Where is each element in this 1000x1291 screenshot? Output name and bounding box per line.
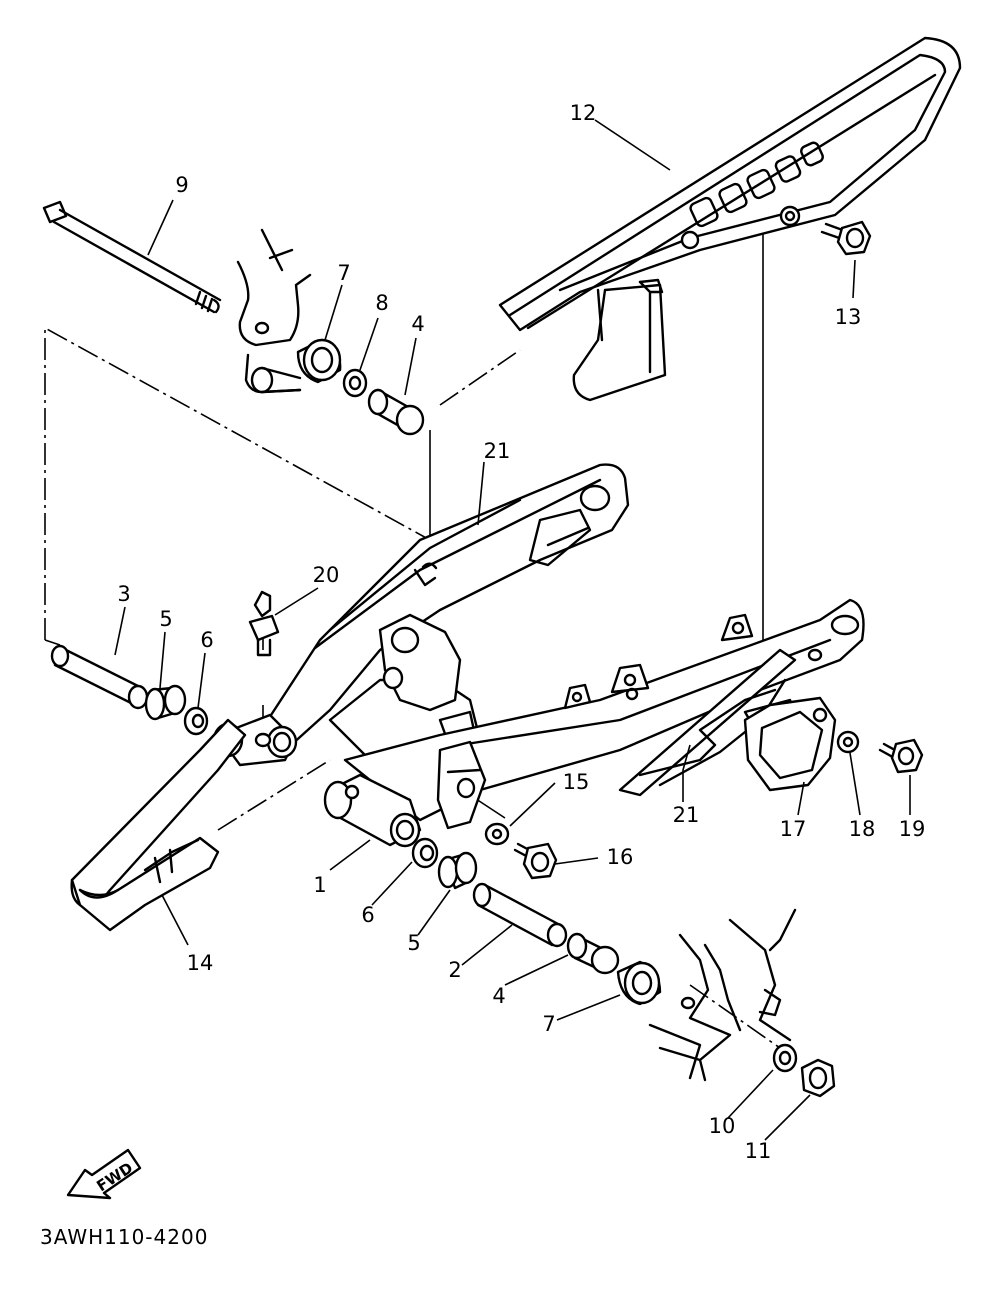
callout-1: 1: [313, 873, 326, 897]
callout-3: 3: [117, 582, 130, 606]
callout-21-upper: 21: [484, 439, 511, 463]
callout-10: 10: [709, 1114, 736, 1138]
callout-15: 15: [563, 770, 590, 794]
bushing-part-4-lower: [566, 932, 620, 975]
bolt-part-13: [820, 220, 872, 256]
callout-17: 17: [780, 817, 807, 841]
grease-nipple-part-20: [248, 590, 280, 657]
spacer-part-2: [472, 882, 568, 948]
chain-slider-part-14: [70, 718, 247, 932]
callout-5-left: 5: [159, 607, 172, 631]
pivot-bolt-part-9: [42, 200, 222, 314]
callout-5-right: 5: [407, 931, 420, 955]
callout-7-lower: 7: [542, 1012, 555, 1036]
chain-guard-part-12: [498, 36, 962, 402]
callout-11: 11: [745, 1139, 772, 1163]
callout-12: 12: [570, 101, 597, 125]
upper-frame-bracket: [236, 228, 312, 394]
callout-labels: 9 7 8 4 12 13 21 20 3 5 6 15 16 21 17 18…: [117, 101, 925, 1163]
bolt-part-16: [513, 842, 558, 880]
callout-6-right: 6: [361, 903, 374, 927]
callout-7-upper: 7: [337, 261, 350, 285]
collar-part-7-upper: [296, 338, 342, 384]
washer-part-15: [484, 822, 510, 846]
callout-4-lower: 4: [492, 984, 505, 1008]
callout-20: 20: [313, 563, 340, 587]
callout-8: 8: [375, 291, 388, 315]
callout-21-lower: 21: [673, 803, 700, 827]
callout-4-upper: 4: [411, 312, 424, 336]
oil-seal-part-6-right: [411, 837, 439, 869]
forward-direction-arrow: FWD: [66, 1148, 142, 1200]
bolt-part-19: [878, 738, 924, 774]
washer-part-18: [836, 730, 860, 754]
callout-19: 19: [899, 817, 926, 841]
callout-14: 14: [187, 951, 214, 975]
spacer-part-3: [50, 644, 149, 710]
callout-16: 16: [607, 845, 634, 869]
callout-9: 9: [175, 173, 188, 197]
chain-puller-plate-part-17: [743, 696, 837, 792]
bushing-part-4-upper: [367, 388, 425, 436]
washer-part-8: [342, 368, 368, 398]
bushing-part-5-left: [144, 684, 187, 721]
leader-lines: [114, 119, 911, 1141]
oil-seal-part-6-left: [183, 706, 209, 736]
bushing-part-5-right: [437, 851, 478, 890]
lower-frame-bracket: [648, 908, 797, 1082]
swingarm-part-21: [212, 463, 865, 848]
drawing-code: 3AWH110-4200: [40, 1225, 208, 1249]
collar-part-7-lower: [616, 960, 662, 1006]
callout-13: 13: [835, 305, 862, 329]
washer-part-10: [772, 1043, 798, 1073]
nut-part-11: [800, 1058, 836, 1098]
assembly-center-lines: [44, 212, 811, 1056]
callout-2: 2: [448, 958, 461, 982]
callout-18: 18: [849, 817, 876, 841]
callout-6-left: 6: [200, 628, 213, 652]
